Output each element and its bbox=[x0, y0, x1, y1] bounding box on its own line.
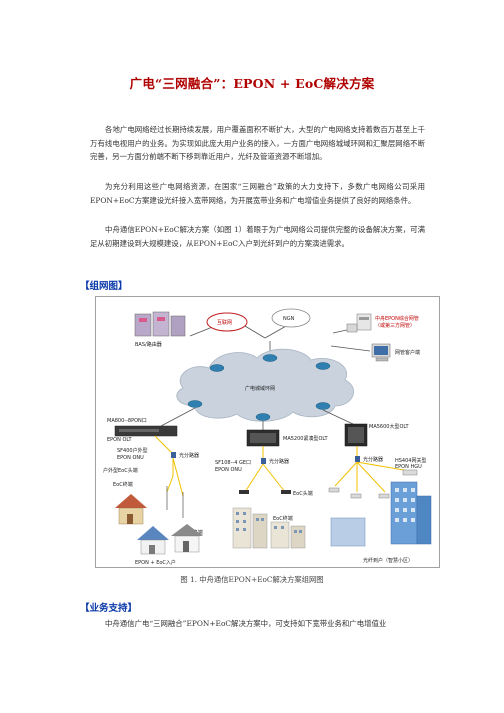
onu2-label-1: SF108--4 GE口 bbox=[215, 460, 251, 466]
splitter-label-1: 光分路器 bbox=[179, 452, 199, 459]
paragraph-2: 为充分利用这些广电网络资源，在国家“三网融合”政策的大力支持下，多数广电网络公司… bbox=[90, 182, 425, 205]
document-title: 广电“三网融合”：EPON + EoC解决方案 bbox=[129, 76, 375, 91]
fttx-label: 光纤到户（智慧小区） bbox=[363, 557, 413, 564]
olt2-label: MA5200紧凑型OLT bbox=[283, 435, 328, 442]
client-computer-icon bbox=[371, 343, 391, 362]
olt1-label-2: EPON OLT bbox=[107, 437, 132, 443]
paragraph-4: 中舟通信广电“三网融合”EPON+EoC解决方案中，可支持如下宽带业务和广电增值… bbox=[105, 619, 387, 628]
eoc-head-label: EoC头端 bbox=[293, 490, 313, 497]
nms-server-icon bbox=[346, 313, 372, 333]
figure-caption: 图 1. 中舟通信EPON+EoC解决方案组网图 bbox=[180, 575, 324, 584]
router-icon bbox=[255, 413, 271, 421]
paragraph-3: 中舟通信EPON+EoC解决方案（如图 1）着眼于为广电网络公司提供完整的设备解… bbox=[90, 225, 425, 248]
network-diagram: BAS/路由器 互联网 NGN 中舟EPON综合网管 （或第三方网管） 网管客户… bbox=[95, 296, 440, 568]
eoc-head-outdoor-label: 户外型EoC头端 bbox=[103, 467, 138, 474]
router-icon bbox=[187, 400, 203, 408]
olt-ma5200-icon bbox=[246, 429, 280, 447]
nms-label-1: 中舟EPON综合网管 bbox=[375, 315, 419, 322]
olt1-label-1: MA800--8PON口 bbox=[107, 418, 147, 424]
router-icon bbox=[209, 364, 225, 372]
eoc-terminal-label-1: EoC终端 bbox=[113, 481, 133, 488]
building-icon bbox=[232, 507, 306, 549]
onu1-label-2: EPON ONU bbox=[117, 455, 144, 461]
splitter-icon bbox=[261, 458, 266, 464]
hgu-label-2: EPON HGU bbox=[395, 464, 422, 470]
splitter-label-3: 光分路器 bbox=[363, 456, 383, 463]
olt-ma800-icon bbox=[114, 425, 178, 437]
section-heading-network: 【组网图】 bbox=[80, 281, 128, 292]
olt-ma5600-icon bbox=[344, 423, 368, 447]
router-icon bbox=[315, 362, 331, 370]
splitter-icon bbox=[355, 456, 360, 462]
modem-icon bbox=[328, 487, 390, 499]
eoc-terminal-label-3: EoC终端 bbox=[273, 515, 293, 522]
client-label: 网管客户端 bbox=[395, 349, 420, 356]
utility-pole-icon bbox=[166, 486, 184, 518]
router-icon bbox=[315, 402, 331, 410]
nms-label-2: （或第三方网管） bbox=[375, 322, 415, 329]
house-icon bbox=[137, 526, 169, 555]
hgu-device-icon bbox=[402, 469, 418, 476]
building-icon bbox=[330, 481, 432, 547]
hgu-label-1: HS404网关型 bbox=[395, 457, 426, 464]
internet-label: 互联网 bbox=[217, 319, 232, 326]
splitter-icon bbox=[171, 452, 176, 458]
olt3-label: MA5600大型OLT bbox=[369, 423, 409, 430]
splitter-label-2: 光分路器 bbox=[269, 458, 289, 465]
onu2-label-2: EPON ONU bbox=[215, 467, 242, 473]
section-heading-services: 【业务支持】 bbox=[80, 603, 138, 614]
bas-server-icon bbox=[134, 311, 186, 337]
router-icon bbox=[262, 354, 278, 362]
internet-cloud-icon bbox=[206, 312, 248, 332]
onu-device-icon bbox=[239, 490, 291, 494]
cloud-label: 广电城域环网 bbox=[245, 385, 275, 392]
eoc-entry-label: EPON + EoC入户 bbox=[135, 559, 176, 566]
paragraph-1: 各地广电网络经过长期持续发展，用户覆盖面积不断扩大，大型的广电网络支持着数百万甚… bbox=[90, 125, 425, 162]
house-icon bbox=[171, 524, 203, 553]
house-icon bbox=[115, 494, 147, 525]
onu1-label-1: SF400户外型 bbox=[117, 447, 148, 454]
ngn-cloud-icon bbox=[271, 308, 311, 328]
ngn-label: NGN bbox=[283, 316, 295, 322]
bas-label: BAS/路由器 bbox=[135, 341, 162, 348]
